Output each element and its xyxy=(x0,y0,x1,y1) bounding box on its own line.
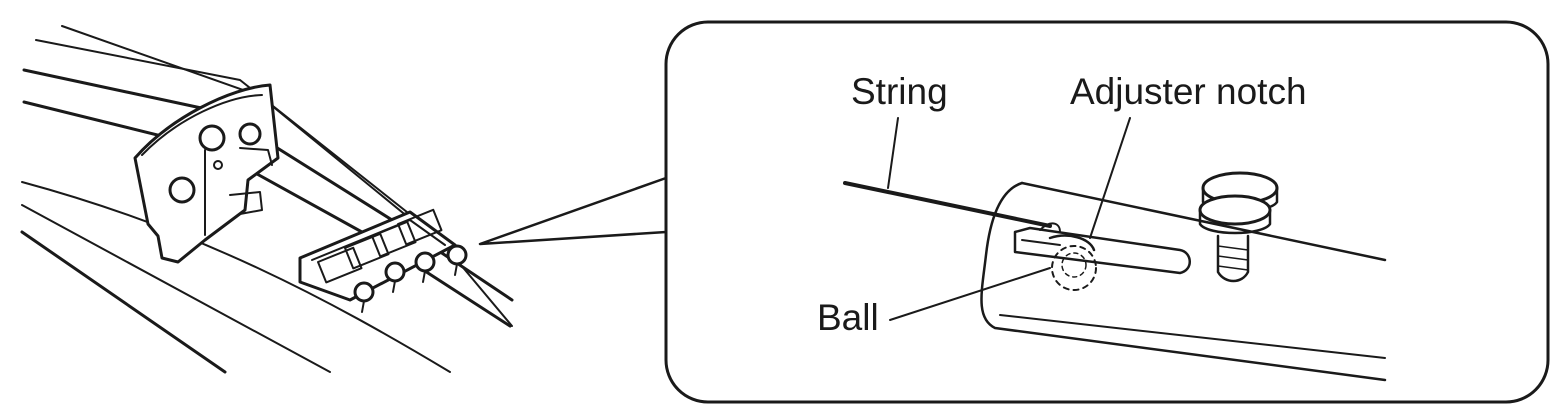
fine-tuner-screw-closeup xyxy=(1198,171,1279,283)
ball-dashed xyxy=(1051,245,1097,291)
body-edge-upper xyxy=(21,204,331,373)
logo-mark-icon xyxy=(213,160,223,170)
body-edge-curve xyxy=(21,181,451,373)
callout-pointer xyxy=(478,176,668,246)
string-line xyxy=(843,181,1052,228)
fine-tuner-screws xyxy=(353,244,468,313)
adjuster-notch-shape xyxy=(1048,234,1096,252)
ball-leader xyxy=(889,267,1051,321)
label-ball: Ball xyxy=(817,297,879,338)
string-leader xyxy=(887,117,899,189)
bridge xyxy=(133,83,280,264)
tailpiece xyxy=(298,208,468,313)
label-string: String xyxy=(851,71,948,112)
strings-overview xyxy=(22,25,514,328)
adjuster-notch-leader xyxy=(1089,117,1131,239)
bridge-hole-icon xyxy=(198,124,226,152)
body-edge-lower xyxy=(20,230,227,374)
fine-tuner-slots xyxy=(316,208,443,284)
adjuster-slot xyxy=(1013,222,1191,275)
callout-frame xyxy=(664,20,1550,404)
label-adjuster-notch: Adjuster notch xyxy=(1070,71,1307,112)
zoom-callout: String Adjuster notch Ball xyxy=(664,20,1550,404)
tailpiece-closeup xyxy=(980,181,1387,382)
instrument-overview xyxy=(20,25,514,374)
